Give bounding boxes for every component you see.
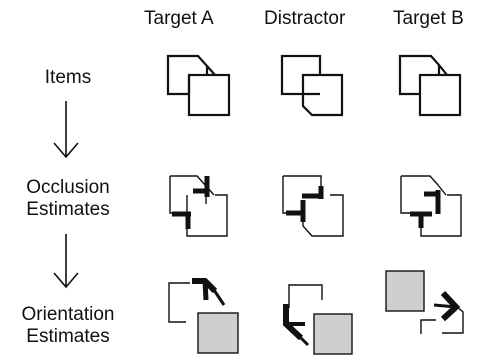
row-label-orientation-line-1: Orientation	[21, 304, 115, 325]
column-header-target-b: Target B	[393, 8, 464, 29]
row-label-orientation-line-2: Estimates	[26, 326, 110, 347]
item-distractor	[280, 54, 344, 117]
column-header-target-a: Target A	[144, 8, 214, 29]
row-label-occlusion-line-2: Estimates	[26, 199, 110, 220]
row-label-orientation-estimates: Orientation Estimates	[0, 304, 136, 348]
occlusion-distractor	[282, 175, 344, 237]
row-label-occlusion-estimates: Occlusion Estimates	[0, 177, 136, 221]
item-target-a	[166, 54, 231, 117]
column-header-distractor: Distractor	[264, 8, 346, 29]
item-target-b	[398, 54, 462, 117]
occlusion-target-a	[169, 175, 228, 237]
occlusion-target-b	[400, 175, 462, 237]
row-label-items-line: Items	[44, 67, 92, 88]
orientation-target-b	[385, 270, 464, 334]
arrow-occlusion-to-orientation	[53, 234, 79, 289]
row-label-occlusion-line-1: Occlusion	[26, 177, 110, 198]
arrow-items-to-occlusion	[53, 101, 79, 159]
orientation-target-a	[168, 278, 239, 354]
orientation-distractor	[283, 284, 353, 355]
row-label-items: Items	[0, 67, 136, 89]
